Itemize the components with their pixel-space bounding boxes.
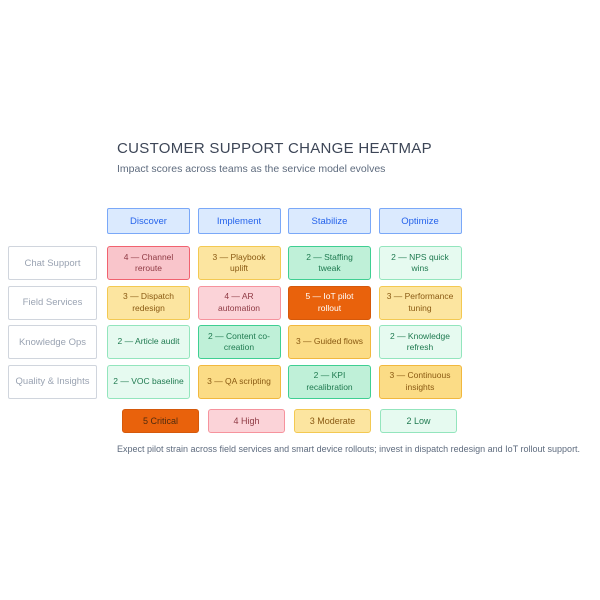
heatmap-cell: 2 — Content co-creation	[197, 325, 281, 359]
column-header-implement: Implement	[197, 208, 281, 234]
legend: 5 Critical 4 High 3 Moderate 2 Low	[122, 409, 457, 433]
heatmap-cell: 3 — Playbook uplift	[197, 246, 281, 280]
column-header-row: Discover Implement Stabilize Optimize	[107, 208, 462, 234]
insight-note: Expect pilot strain across field service…	[117, 444, 581, 454]
row-label-quality-insights: Quality & Insights	[8, 364, 97, 399]
legend-chip-critical: 5 Critical	[122, 409, 199, 433]
heatmap-cell: 2 — Knowledge refresh	[378, 325, 462, 359]
heatmap-cell: 3 — Guided flows	[288, 325, 371, 359]
heatmap-cell: 2 — KPI recalibration	[288, 364, 371, 399]
heatmap-cell: 3 — Performance tuning	[378, 285, 462, 320]
heatmap-cell: 4 — Channel reroute	[107, 246, 190, 280]
heatmap-cell: 4 — AR automation	[197, 285, 281, 320]
column-header-discover: Discover	[107, 208, 190, 234]
row-label-chat-support: Chat Support	[8, 246, 97, 280]
heatmap-cell: 3 — Dispatch redesign	[107, 285, 190, 320]
heatmap-cell: 2 — VOC baseline	[107, 364, 190, 399]
legend-chip-moderate: 3 Moderate	[294, 409, 371, 433]
row-label-knowledge-ops: Knowledge Ops	[8, 325, 97, 359]
heatmap-cell: 2 — Article audit	[107, 325, 190, 359]
heatmap-cell: 3 — Continuous insights	[378, 364, 462, 399]
row-label-column: Chat Support Field Services Knowledge Op…	[8, 246, 97, 399]
heatmap-cell: 2 — NPS quick wins	[378, 246, 462, 280]
column-header-stabilize: Stabilize	[288, 208, 371, 234]
legend-chip-high: 4 High	[208, 409, 285, 433]
heatmap-grid: 4 — Channel reroute 3 — Playbook uplift …	[107, 246, 462, 399]
column-header-optimize: Optimize	[378, 208, 462, 234]
legend-chip-low: 2 Low	[380, 409, 457, 433]
heatmap-cell: 5 — IoT pilot rollout	[288, 285, 371, 320]
page-title: CUSTOMER SUPPORT CHANGE HEATMAP	[117, 140, 432, 157]
heatmap-cell: 3 — QA scripting	[197, 364, 281, 399]
page-subtitle: Impact scores across teams as the servic…	[117, 163, 386, 175]
row-label-field-services: Field Services	[8, 285, 97, 320]
heatmap-cell: 2 — Staffing tweak	[288, 246, 371, 280]
